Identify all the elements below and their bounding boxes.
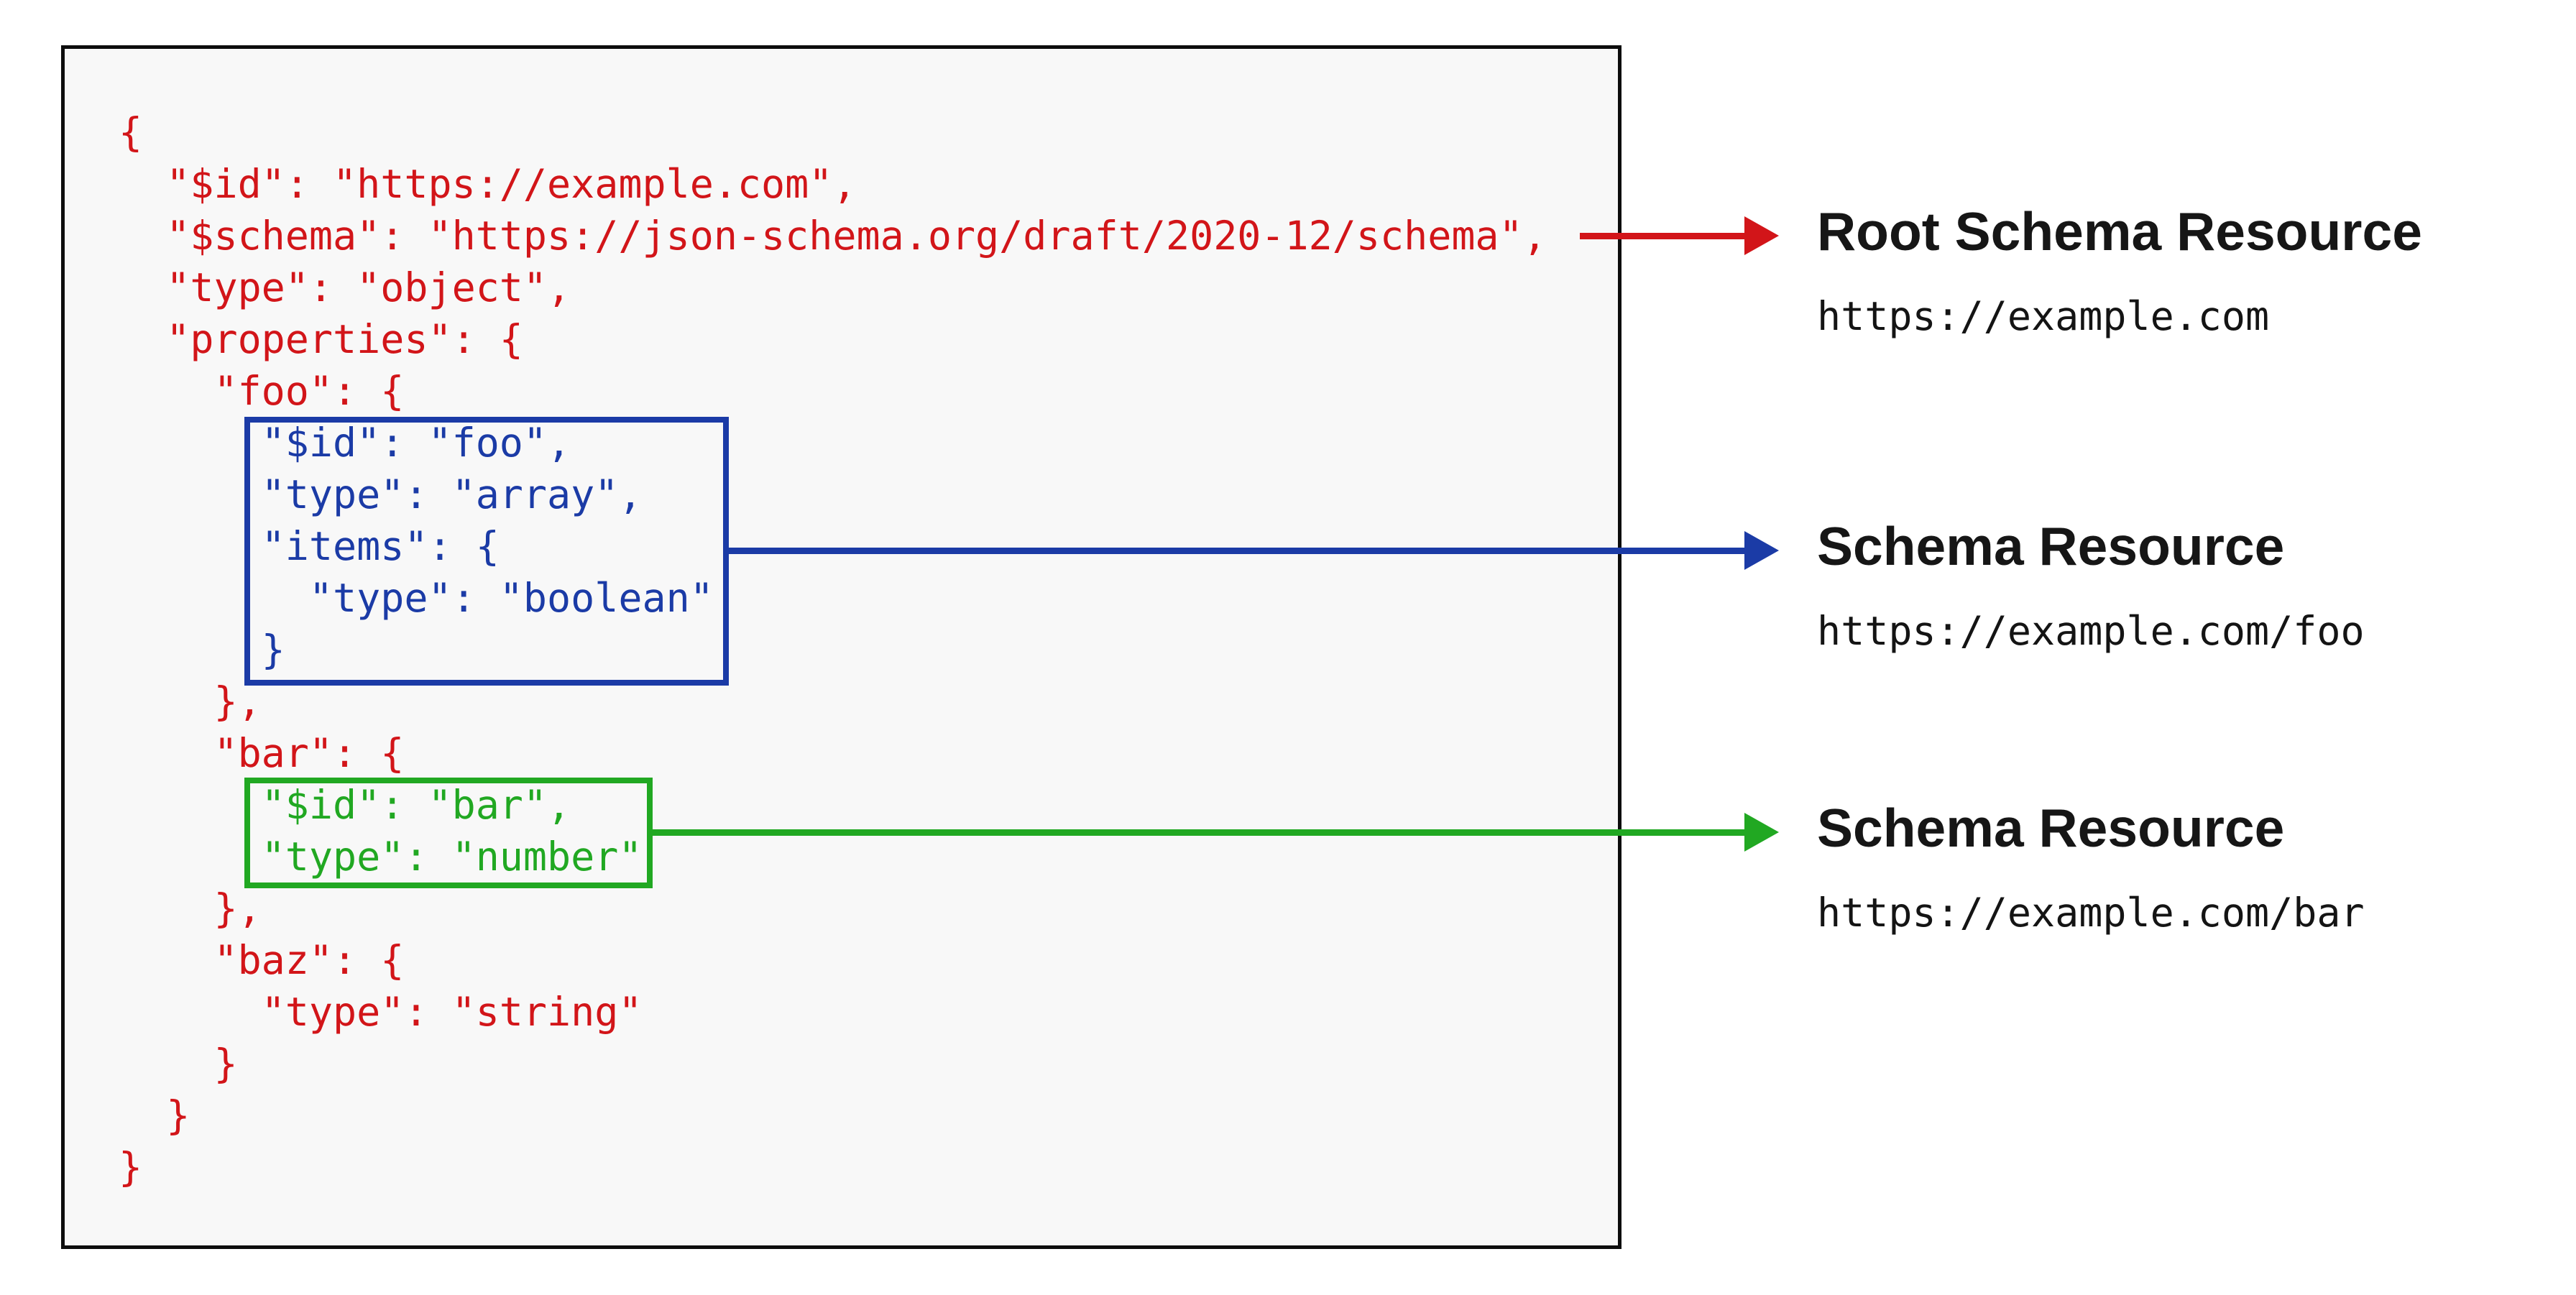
bar-schema-resource-box xyxy=(244,778,653,888)
code-line: } xyxy=(119,627,285,673)
code-line: "type": "array", xyxy=(119,471,643,517)
code-line: }, xyxy=(119,885,262,931)
code-line: "bar": { xyxy=(119,730,405,776)
arrow-shaft xyxy=(1580,233,1744,239)
code-line: "$id": "foo", xyxy=(119,420,571,466)
foo-schema-resource-box xyxy=(244,417,729,686)
label-url: https://example.com xyxy=(1817,293,2270,339)
arrow-head-icon xyxy=(1744,813,1779,852)
arrow-head-icon xyxy=(1744,216,1779,255)
label-title: Schema Resource xyxy=(1817,516,2285,576)
root-schema-document-box xyxy=(61,45,1622,1249)
foo-schema-label-group: Schema Resource https://example.com/foo xyxy=(1817,514,2365,656)
code-line: "items": { xyxy=(119,523,500,569)
label-url: https://example.com/bar xyxy=(1817,890,2365,936)
arrow-shaft xyxy=(729,548,1744,554)
code-line: "$schema": "https://json-schema.org/draf… xyxy=(119,213,1547,259)
code-line: } xyxy=(119,1092,190,1138)
code-line: "foo": { xyxy=(119,368,405,414)
code-line: "properties": { xyxy=(119,316,523,362)
label-title: Root Schema Resource xyxy=(1817,201,2422,262)
code-line: "$id": "https://example.com", xyxy=(119,161,857,207)
label-title: Schema Resource xyxy=(1817,798,2285,858)
arrow-head-icon xyxy=(1744,531,1779,570)
code-line: "$id": "bar", xyxy=(119,782,571,828)
code-line: "baz": { xyxy=(119,937,405,983)
code-line: } xyxy=(119,1144,143,1190)
code-line: }, xyxy=(119,678,262,724)
code-line: "type": "string" xyxy=(119,989,643,1035)
json-code-block: { "$id": "https://example.com", "$schema… xyxy=(119,106,1547,1193)
code-line: "type": "number" xyxy=(119,834,643,880)
label-url: https://example.com/foo xyxy=(1817,608,2365,654)
root-schema-label-group: Root Schema Resource https://example.com xyxy=(1817,199,2422,341)
code-line: { xyxy=(119,109,143,155)
bar-schema-label-group: Schema Resource https://example.com/bar xyxy=(1817,796,2365,938)
code-line: "type": "object", xyxy=(119,264,571,310)
code-line: } xyxy=(119,1041,238,1087)
arrow-shaft xyxy=(653,829,1744,836)
code-line: "type": "boolean" xyxy=(119,575,714,621)
